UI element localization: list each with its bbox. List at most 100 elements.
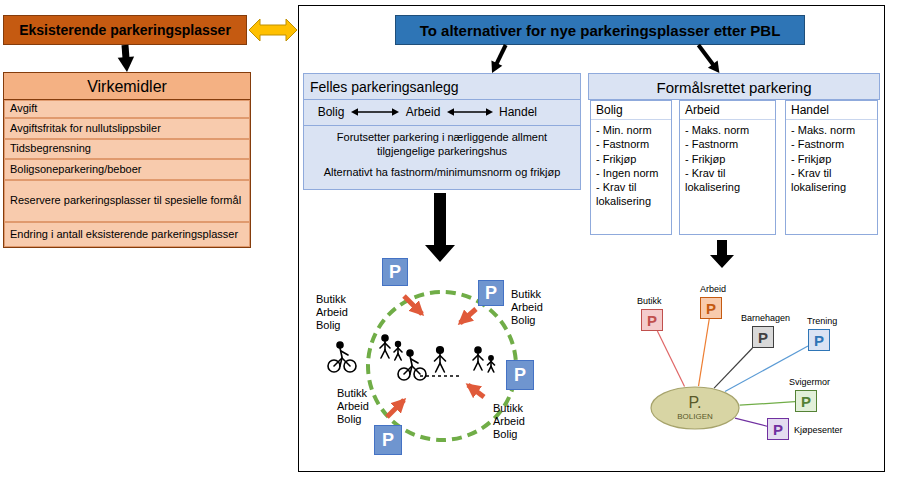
- arrow-head: [491, 60, 502, 73]
- measure-row: Reservere parkeringsplasser til spesiell…: [4, 180, 250, 222]
- node-text: - Fastnorm: [680, 137, 775, 151]
- use-column: Arbeid- Maks. norm- Fastnorm- Frikjøp- K…: [679, 100, 776, 235]
- arrow-head: [351, 108, 358, 116]
- parking-sign: PKjøpesenter: [767, 418, 789, 440]
- outer-frame: [299, 6, 885, 472]
- connector-line: [699, 319, 710, 386]
- parking-sign: PBarnehagen: [752, 326, 774, 348]
- figure-stroke: [381, 350, 385, 358]
- node-heading: Eksisterende parkeringsplasser: [19, 22, 231, 38]
- red-arrow: [460, 309, 476, 323]
- figure-stroke: [380, 343, 385, 348]
- node-heading: P: [389, 263, 401, 281]
- node-text: - Fastnorm: [786, 137, 877, 151]
- red-arrow: [404, 296, 422, 314]
- figure-stroke: [395, 354, 398, 360]
- figure-stroke: [341, 351, 348, 355]
- node-heading: Avgiftsfritak for nullutslippsbiler: [10, 122, 161, 136]
- connector: [740, 402, 795, 405]
- node-text: - Min. norm: [591, 123, 671, 137]
- connector: [491, 45, 505, 73]
- node-heading: To alternativer for nye parkeringsplasse…: [420, 22, 781, 39]
- arrow-head: [392, 108, 399, 116]
- figure-stroke: [474, 362, 478, 370]
- parking-sign: PButikk Arbeid Bolig: [382, 258, 408, 286]
- node-heading: Handel: [499, 105, 537, 119]
- red-arrow: [387, 400, 404, 417]
- figure-stroke: [385, 343, 390, 348]
- connector: [447, 108, 493, 116]
- parking-sign: PArbeid: [700, 297, 722, 319]
- connector-line: [714, 348, 752, 388]
- connector: [698, 45, 719, 73]
- node-heading: Avgift: [10, 102, 37, 116]
- connector: [699, 319, 710, 386]
- parking-sign: PTrening: [808, 329, 830, 351]
- node-heading: Bolig: [318, 105, 345, 119]
- figure-stroke: [491, 362, 495, 366]
- figure-stroke: [398, 348, 402, 352]
- node-text: - Krav til lokalisering: [591, 180, 671, 209]
- node-text: Svigermor: [789, 377, 830, 388]
- use-column: Handel- Maks. norm- Fastnorm- Frikjøp- K…: [785, 100, 878, 235]
- node-heading: P: [485, 284, 497, 302]
- connector-line: [453, 111, 487, 112]
- parking-sign: PButikk: [641, 309, 663, 331]
- figure-stroke: [440, 363, 444, 372]
- node-heading: Tidsbegrensning: [10, 142, 91, 156]
- figure-stroke: [334, 358, 342, 366]
- connector: [351, 108, 399, 116]
- connector-line: [496, 45, 506, 65]
- connector-line: [698, 45, 713, 66]
- figure-stroke: [407, 350, 413, 356]
- figure-stroke: [478, 362, 482, 370]
- node-heading: P: [647, 313, 657, 328]
- node-text: - Krav til lokalisering: [786, 166, 877, 195]
- note-box: Forutsetter parkering i nærliggende allm…: [304, 125, 580, 189]
- existing-box: Eksisterende parkeringsplasser: [3, 15, 247, 45]
- node-text: BOLIGEN: [677, 413, 713, 421]
- node-text: - Fastnorm: [591, 137, 671, 151]
- red-arrow: [468, 385, 484, 397]
- measure-row: Endring i antall eksisterende parkerings…: [4, 222, 250, 247]
- figure-stroke: [478, 355, 483, 360]
- measure-row: Boligsoneparkering/beboer: [4, 159, 250, 180]
- figure-stroke: [411, 359, 418, 363]
- node-heading: P: [514, 366, 526, 384]
- connector-line: [657, 331, 684, 387]
- arrow-head: [486, 108, 493, 116]
- figure-stroke: [394, 348, 398, 352]
- double-block-arrow: [249, 19, 297, 41]
- node-heading: P: [382, 431, 394, 449]
- node-heading: P: [706, 301, 716, 316]
- node-heading: Endring i antall eksisterende parkerings…: [10, 228, 238, 242]
- node-text: Barnehagen: [741, 313, 790, 324]
- pedestrian-figures: [328, 335, 495, 380]
- use-column: Bolig- Min. norm- Fastnorm- Frikjøp- Ing…: [590, 100, 672, 235]
- parking-sign: PButikk Arbeid Bolig: [506, 360, 534, 390]
- figure-stroke: [385, 350, 389, 358]
- node-text: - Maks. norm: [786, 123, 877, 137]
- node-text: Trening: [807, 316, 837, 327]
- figure-stroke: [410, 366, 412, 374]
- figure-stroke: [404, 366, 412, 374]
- figure-stroke: [398, 354, 401, 360]
- ellipse-shape: [651, 387, 739, 429]
- node-heading: P: [758, 330, 768, 345]
- purpose-panel: Formålsrettet parkeringBolig- Min. norm-…: [588, 73, 880, 235]
- node-heading: Forutsetter parkering i nærliggende allm…: [310, 131, 574, 159]
- use-label: Arbeid: [399, 102, 447, 122]
- node-text: Arbeid: [700, 284, 726, 295]
- figure-stroke: [435, 356, 441, 362]
- down-block-arrow: [425, 193, 455, 262]
- title-box: To alternativer for nye parkeringsplasse…: [395, 15, 805, 45]
- figure-stroke: [436, 363, 440, 372]
- down-block-arrow: [710, 240, 734, 268]
- node-text: - Maks. norm: [680, 123, 775, 137]
- node-text: Butikk: [637, 296, 662, 307]
- measures-panel: VirkemidlerAvgiftAvgiftsfritak for nullu…: [3, 72, 251, 248]
- connector-line: [735, 418, 767, 426]
- connector: [657, 331, 684, 387]
- connector: [118, 45, 134, 72]
